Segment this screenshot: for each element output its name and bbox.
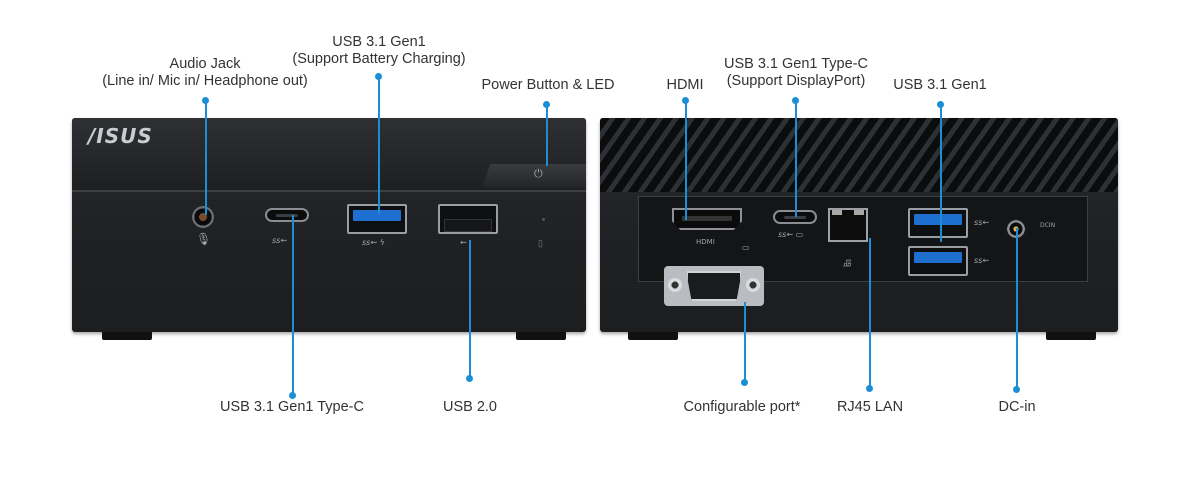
hdmi-dot bbox=[682, 97, 689, 104]
usbc-front-callout bbox=[292, 215, 294, 395]
front-foot-right bbox=[516, 332, 566, 340]
led-indicator bbox=[542, 218, 545, 221]
audio-jack-port bbox=[192, 206, 214, 228]
ss-usb-icon: ss⇜ bbox=[272, 236, 288, 245]
rj45-callout bbox=[869, 238, 871, 388]
ss-usb-rear-icon-top: ss⇜ bbox=[974, 218, 990, 227]
usb20-label: USB 2.0 bbox=[443, 399, 497, 415]
usbc-rear-label-line1: USB 3.1 Gen1 Type-C bbox=[723, 56, 868, 72]
power-dot bbox=[543, 101, 550, 108]
vga-port bbox=[664, 266, 764, 306]
ss-usb-charging-icon: ss⇜ ϟ bbox=[362, 238, 385, 247]
usb31-rear-port-bottom bbox=[908, 246, 968, 276]
rear-foot-right bbox=[1046, 332, 1096, 340]
usb31-rear-label: USB 3.1 Gen1 bbox=[893, 77, 987, 93]
audio-jack-label-line2: (Line in/ Mic in/ Headphone out) bbox=[102, 73, 308, 89]
usb20-callout bbox=[469, 240, 471, 378]
headset-icon: 🎙 bbox=[196, 232, 212, 246]
network-icon: 品 bbox=[843, 259, 851, 268]
hdmi-marking: HDMI bbox=[696, 238, 715, 246]
front-divider bbox=[72, 190, 586, 192]
usb31-charging-dot bbox=[375, 73, 382, 80]
dcin-marking: DCIN bbox=[1040, 222, 1056, 229]
audio-jack-label-line1: Audio Jack bbox=[169, 56, 241, 72]
hdmi-callout bbox=[685, 100, 687, 220]
front-panel-device: /ISUS ⏻ 🎙 ss⇜ ss⇜ ϟ ⇜ ▯ bbox=[72, 118, 586, 332]
power-callout bbox=[546, 104, 548, 166]
usb31-rear-dot bbox=[937, 101, 944, 108]
usbc-front-label: USB 3.1 Gen1 Type-C bbox=[219, 399, 364, 415]
configurable-dot bbox=[741, 379, 748, 386]
configurable-port-label: Configurable port* bbox=[683, 399, 801, 415]
power-icon: ⏻ bbox=[534, 168, 543, 180]
audio-jack-label: Audio Jack (Line in/ Mic in/ Headphone o… bbox=[70, 56, 340, 90]
usb-c-front-port bbox=[265, 208, 309, 222]
usb31-charging-label: USB 3.1 Gen1 (Support Battery Charging) bbox=[272, 34, 486, 68]
ss-displayport-icon: ss⇜ ▭ bbox=[778, 230, 804, 239]
rj45-dot bbox=[866, 385, 873, 392]
usbc-rear-dot bbox=[792, 97, 799, 104]
usb31-rear-callout bbox=[940, 104, 942, 242]
rear-vent bbox=[600, 118, 1118, 192]
drive-icon: ▯ bbox=[538, 238, 543, 248]
rear-panel-device: HDMI ss⇜ ▭ ▭ 品 ss⇜ ss⇜ DCIN bbox=[600, 118, 1118, 332]
hdmi-label: HDMI bbox=[666, 77, 704, 93]
usbc-rear-callout bbox=[795, 100, 797, 217]
asus-logo: /ISUS bbox=[88, 124, 153, 148]
ss-usb-rear-icon-bottom: ss⇜ bbox=[974, 256, 990, 265]
rear-foot-left bbox=[628, 332, 678, 340]
rj45-lan-port bbox=[828, 208, 868, 242]
usb-icon: ⇜ bbox=[460, 238, 467, 247]
monitor-icon: ▭ bbox=[742, 243, 750, 252]
configurable-callout bbox=[744, 302, 746, 382]
front-foot-left bbox=[102, 332, 152, 340]
usbc-rear-label: USB 3.1 Gen1 Type-C (Support DisplayPort… bbox=[704, 56, 888, 90]
usb20-dot bbox=[466, 375, 473, 382]
usbc-front-dot bbox=[289, 392, 296, 399]
hdmi-port bbox=[672, 208, 742, 230]
audio-jack-dot bbox=[202, 97, 209, 104]
audio-jack-callout bbox=[205, 100, 207, 215]
usb31-charging-label-line1: USB 3.1 Gen1 bbox=[332, 34, 426, 50]
usb31-charging-port bbox=[347, 204, 407, 234]
power-button-label: Power Button & LED bbox=[481, 77, 615, 93]
power-button[interactable]: ⏻ bbox=[482, 164, 586, 188]
usb31-charging-callout bbox=[378, 76, 380, 214]
dcin-callout bbox=[1016, 228, 1018, 390]
usb31-charging-label-line2: (Support Battery Charging) bbox=[292, 51, 466, 67]
usbc-rear-label-line2: (Support DisplayPort) bbox=[726, 73, 866, 89]
dcin-dot bbox=[1013, 386, 1020, 393]
usb20-port bbox=[438, 204, 498, 234]
usb31-rear-port-top bbox=[908, 208, 968, 238]
rj45-lan-label: RJ45 LAN bbox=[836, 399, 904, 415]
dc-in-label: DC-in bbox=[998, 399, 1036, 415]
